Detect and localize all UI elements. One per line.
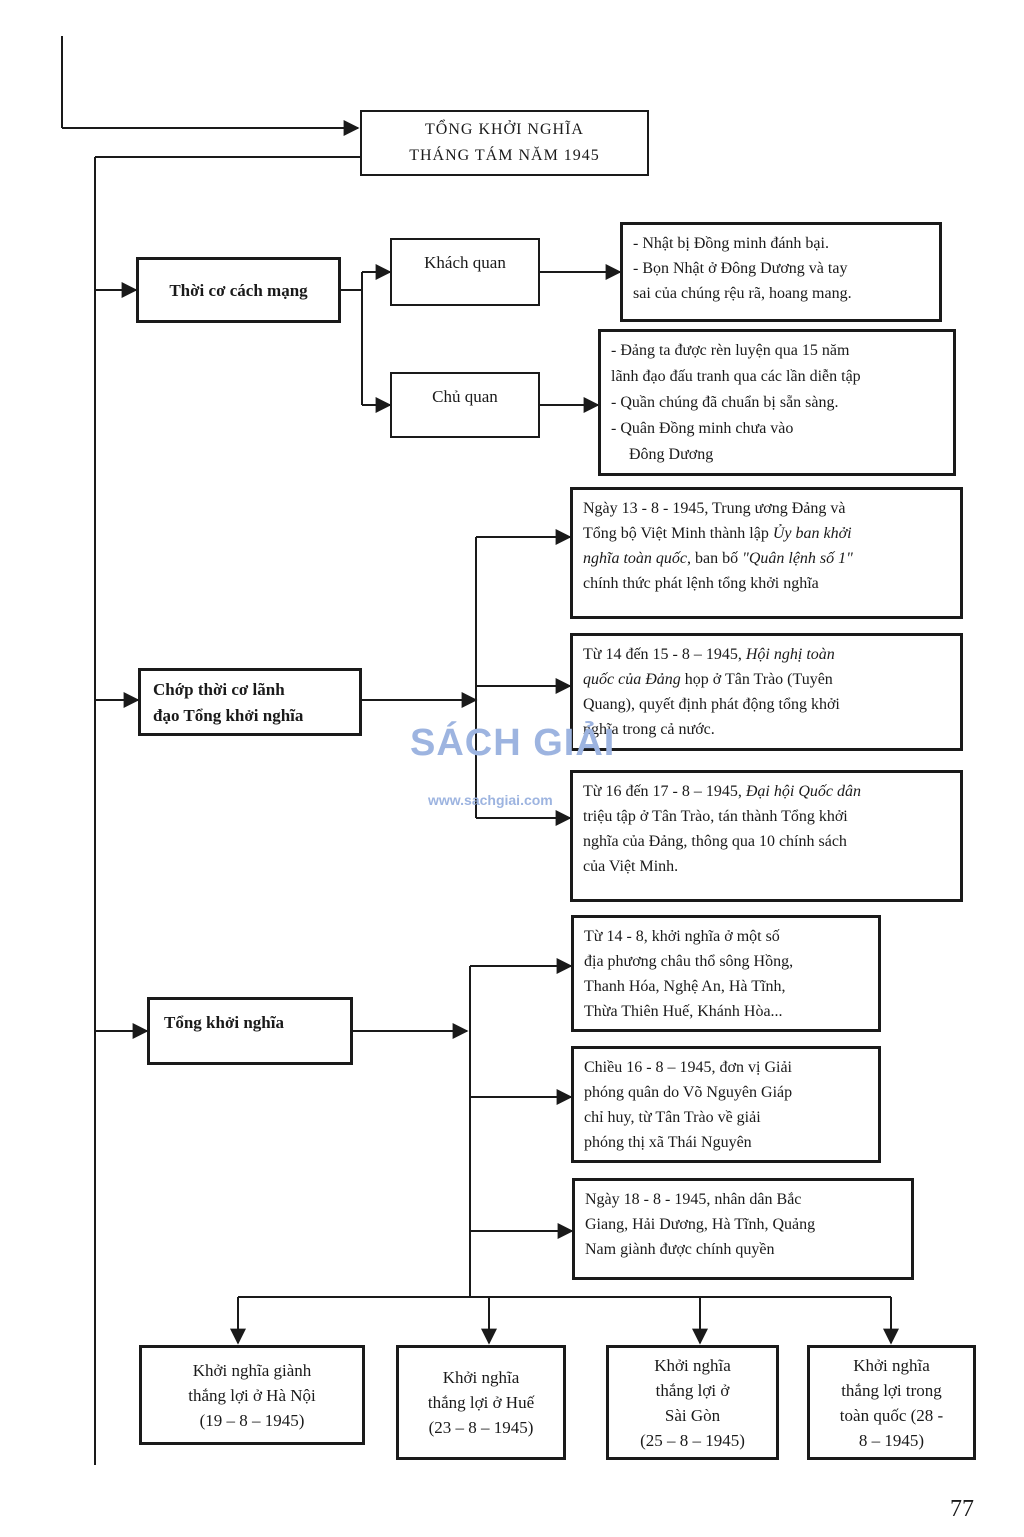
leadership-3-line-2: triệu tập ở Tân Trào, tán thành Tổng khở… (583, 808, 848, 825)
branch-chop-thoi-co: Chớp thời cơ lãnh đạo Tổng khởi nghĩa (138, 668, 362, 736)
uprising-3-line: Ngày 18 - 8 - 1945, nhân dân Bắc (585, 1191, 802, 1208)
leadership-event-2: Từ 14 đến 15 - 8 – 1945, Hội nghị toàn q… (570, 633, 963, 751)
victory-line: 8 – 1945) (858, 1430, 925, 1450)
leadership-3-line-1: Từ 16 đến 17 - 8 – 1945, Đại hội Quốc dâ… (583, 779, 950, 804)
detail-cq-line: Đông Dương (629, 446, 714, 463)
uprising-event-1: Từ 14 - 8, khởi nghĩa ở một số địa phươn… (571, 915, 881, 1032)
victory-line: (19 – 8 – 1945) (199, 1410, 305, 1430)
watermark: SÁCH GIẢI www.sachgiai.com (410, 722, 630, 818)
leadership-1-line-4: chính thức phát lệnh tổng khởi nghĩa (583, 575, 819, 592)
victory-line: (25 – 8 – 1945) (640, 1430, 745, 1450)
victory-line: thắng lợi ở Huế (427, 1393, 535, 1412)
leadership-3-line-4: của Việt Minh. (583, 858, 679, 875)
factor-khach-quan: Khách quan (390, 238, 540, 306)
victory-line: Sài Gòn (664, 1405, 721, 1425)
title-line-2: THÁNG TÁM NĂM 1945 (409, 147, 600, 164)
leadership-1-line-1: Ngày 13 - 8 - 1945, Trung ương Đảng và (583, 500, 846, 517)
italic-segment: Hội nghị toàn (745, 646, 835, 663)
detail-kq-line: - Bọn Nhật ở Đông Dương và tay (633, 260, 848, 277)
italic-segment: Đại hội Quốc dân (745, 783, 861, 800)
branch-thoi-co-label: Thời cơ cách mạng (169, 280, 308, 300)
factor-chu-quan-label: Chủ quan (432, 387, 498, 406)
detail-cq-line: - Đảng ta được rèn luyện qua 15 năm (611, 342, 850, 359)
detail-cq-line: lãnh đạo đấu tranh qua các lần diễn tập (611, 368, 861, 385)
uprising-1-line: Thừa Thiên Huế, Khánh Hòa... (584, 1003, 783, 1020)
leadership-3-line-3: nghĩa của Đảng, thông qua 10 chính sách (583, 833, 847, 850)
watermark-url: www.sachgiai.com (428, 792, 553, 808)
text-segment: Từ 16 đến 17 - 8 – 1945, (583, 783, 746, 800)
victory-line: Khởi nghĩa (654, 1355, 731, 1375)
detail-cq-line: - Quần chúng đã chuẩn bị sẵn sàng. (611, 394, 839, 411)
uprising-event-2: Chiều 16 - 8 – 1945, đơn vị Giải phóng q… (571, 1046, 881, 1163)
victory-line: Khởi nghĩa (853, 1355, 930, 1375)
italic-segment: quốc của Đảng (583, 671, 681, 688)
uprising-1-line: Thanh Hóa, Nghệ An, Hà Tĩnh, (584, 978, 786, 995)
branch-thoi-co-cach-mang: Thời cơ cách mạng (136, 257, 341, 323)
text-segment: họp ở Tân Trào (Tuyên (680, 671, 833, 688)
uprising-1-line: địa phương châu thổ sông Hồng, (584, 953, 794, 970)
detail-khach-quan: - Nhật bị Đồng minh đánh bại. - Bọn Nhật… (620, 222, 942, 322)
leadership-1-line-3: nghĩa toàn quốc, ban bố "Quân lệnh số 1" (583, 546, 950, 571)
branch-chop-line-1: Chớp thời cơ lãnh (153, 680, 285, 699)
italic-segment: Ủy ban khởi (772, 525, 852, 542)
victory-toan-quoc: Khởi nghĩa thắng lợi trong toàn quốc (28… (807, 1345, 976, 1460)
victory-line: thắng lợi trong (841, 1380, 942, 1400)
leadership-1-line-2: Tổng bộ Việt Minh thành lập Ủy ban khởi (583, 521, 950, 546)
victory-line: thắng lợi ở (655, 1380, 730, 1400)
victory-line: (23 – 8 – 1945) (428, 1418, 534, 1437)
uprising-1-line: Từ 14 - 8, khởi nghĩa ở một số (584, 928, 780, 945)
victory-ha-noi: Khởi nghĩa giành thắng lợi ở Hà Nội (19 … (139, 1345, 365, 1445)
uprising-2-line: phóng quân do Võ Nguyên Giáp (584, 1084, 793, 1101)
title-line-1: TỔNG KHỞI NGHĨA (425, 121, 584, 138)
branch-tong-khoi-nghia: Tổng khởi nghĩa (147, 997, 353, 1065)
uprising-2-line: chỉ huy, từ Tân Trào về giải (584, 1109, 761, 1126)
uprising-2-line: phóng thị xã Thái Nguyên (584, 1134, 752, 1151)
text-segment: Tổng bộ Việt Minh thành lập (583, 525, 773, 542)
italic-segment: nghĩa toàn quốc (583, 550, 687, 567)
leadership-2-line-3: Quang), quyết định phát động tổng khởi (583, 696, 840, 713)
victory-line: Khởi nghĩa (442, 1368, 520, 1387)
branch-tkn-label: Tổng khởi nghĩa (164, 1013, 284, 1032)
uprising-3-line: Giang, Hải Dương, Hà Tĩnh, Quảng (585, 1216, 816, 1233)
diagram-title: TỔNG KHỞI NGHĨA THÁNG TÁM NĂM 1945 (360, 110, 649, 176)
text-segment: Từ 14 đến 15 - 8 – 1945, (583, 646, 746, 663)
detail-cq-line: - Quân Đồng minh chưa vào (611, 420, 794, 437)
victory-hue: Khởi nghĩa thắng lợi ở Huế (23 – 8 – 194… (396, 1345, 566, 1460)
leadership-event-1: Ngày 13 - 8 - 1945, Trung ương Đảng và T… (570, 487, 963, 619)
victory-line: Khởi nghĩa giành (192, 1360, 312, 1380)
uprising-3-line: Nam giành được chính quyền (585, 1241, 775, 1258)
victory-sai-gon: Khởi nghĩa thắng lợi ở Sài Gòn (25 – 8 –… (606, 1345, 779, 1460)
victory-line: thắng lợi ở Hà Nội (188, 1385, 316, 1405)
factor-chu-quan: Chủ quan (390, 372, 540, 438)
branch-chop-line-2: đạo Tổng khởi nghĩa (153, 706, 304, 725)
factor-khach-quan-label: Khách quan (424, 253, 506, 272)
italic-segment: "Quân lệnh số 1" (742, 550, 853, 567)
leadership-event-3: Từ 16 đến 17 - 8 – 1945, Đại hội Quốc dâ… (570, 770, 963, 902)
detail-kq-line: sai của chúng rệu rã, hoang mang. (633, 285, 852, 302)
uprising-event-3: Ngày 18 - 8 - 1945, nhân dân Bắc Giang, … (572, 1178, 914, 1280)
detail-chu-quan: - Đảng ta được rèn luyện qua 15 năm lãnh… (598, 329, 956, 476)
leadership-2-line-4: nghĩa trong cả nước. (583, 721, 715, 738)
text-segment: , ban bố (687, 550, 743, 567)
leadership-2-line-2: quốc của Đảng họp ở Tân Trào (Tuyên (583, 667, 950, 692)
page-number: 77 (950, 1496, 974, 1522)
victory-line: toàn quốc (28 - (839, 1405, 944, 1425)
uprising-2-line: Chiều 16 - 8 – 1945, đơn vị Giải (584, 1059, 792, 1076)
detail-kq-line: - Nhật bị Đồng minh đánh bại. (633, 235, 829, 252)
watermark-logo: SÁCH GIẢI (410, 722, 616, 764)
leadership-2-line-1: Từ 14 đến 15 - 8 – 1945, Hội nghị toàn (583, 642, 950, 667)
